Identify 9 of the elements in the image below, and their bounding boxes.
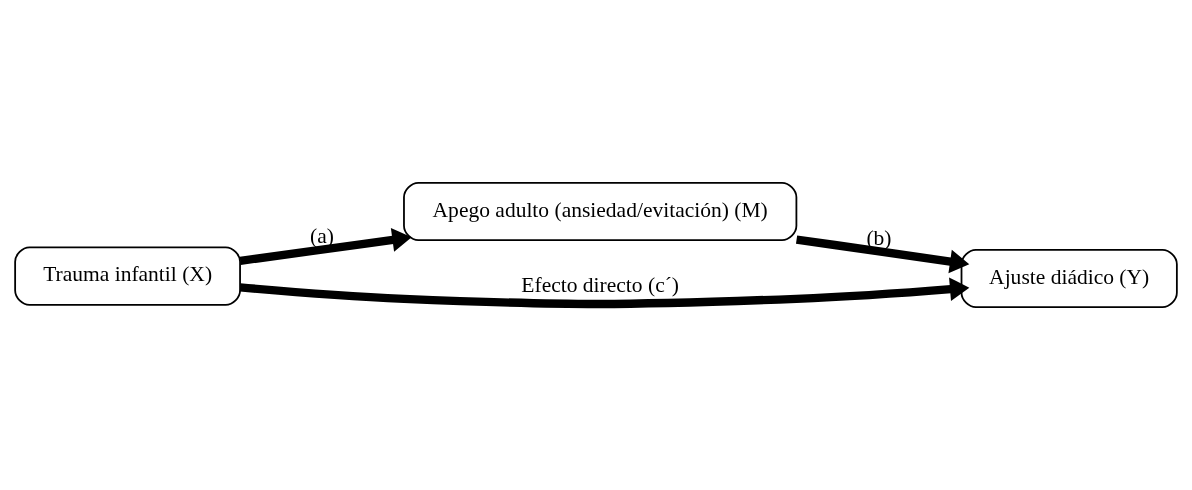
arrow (239, 228, 412, 265)
edge-label: (b) (866, 226, 892, 251)
edge-label: (a) (310, 224, 334, 249)
arrow (239, 277, 970, 309)
node-box: Trauma infantil (X) (14, 246, 241, 306)
node-box: Ajuste diádico (Y) (960, 248, 1178, 309)
edge-label: Efecto directo (c´) (521, 273, 680, 298)
node-box: Apego adulto (ansiedad/evitación) (M) (403, 181, 798, 242)
arrow (795, 235, 970, 274)
